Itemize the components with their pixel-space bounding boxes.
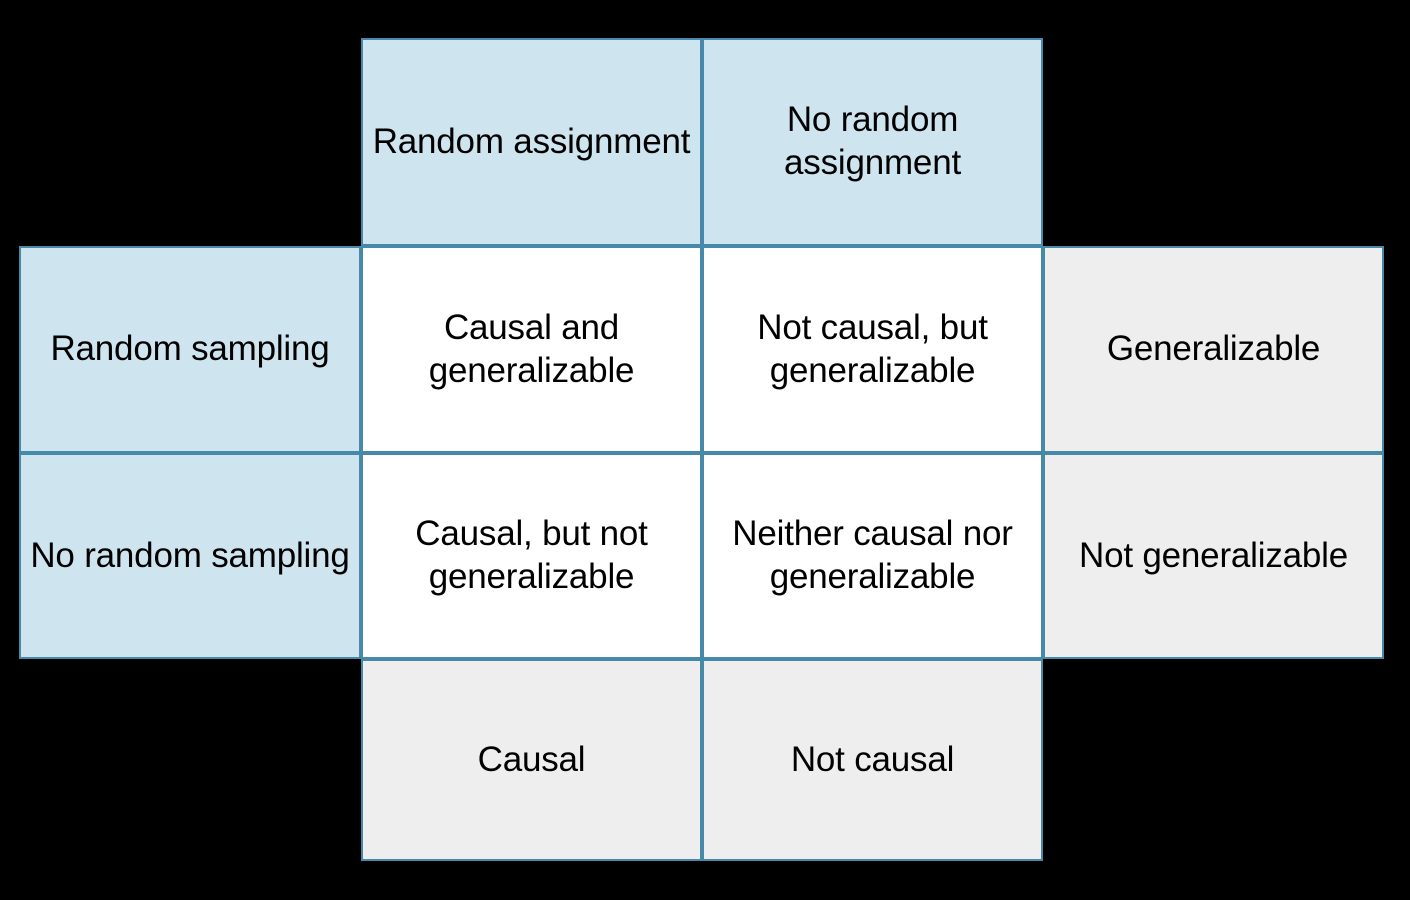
- column-summary-not-causal: Not causal: [702, 659, 1043, 861]
- corner-spacer-top-left: [19, 38, 361, 246]
- causality-generalizability-matrix: Random assignment No random assignment R…: [19, 38, 1384, 861]
- row-summary-generalizable-label: Generalizable: [1106, 329, 1321, 369]
- row-summary-not-generalizable-label: Not generalizable: [1079, 535, 1348, 575]
- column-summary-causal-label: Causal: [477, 739, 586, 779]
- column-summary-not-causal-label: Not causal: [790, 739, 955, 779]
- column-header-random-assignment-label: Random assignment: [372, 121, 691, 161]
- cell-not-causal-but-generalizable-label: Not causal, but generalizable: [757, 307, 988, 390]
- cell-causal-but-not-generalizable: Causal, but not generalizable: [361, 453, 702, 659]
- row-header-random-sampling: Random sampling: [19, 246, 361, 453]
- corner-spacer-bottom-left: [19, 659, 361, 861]
- cell-causal-and-generalizable-label: Causal and generalizable: [428, 307, 635, 390]
- column-header-random-assignment: Random assignment: [361, 38, 702, 246]
- cell-neither-causal-nor-generalizable-label: Neither causal nor generalizable: [732, 514, 1013, 596]
- column-summary-causal: Causal: [361, 659, 702, 861]
- row-header-no-random-sampling-label: No random sampling: [30, 535, 350, 575]
- cell-causal-but-not-generalizable-label: Causal, but not generalizable: [415, 514, 648, 596]
- corner-spacer-bottom-right: [1043, 659, 1384, 861]
- row-summary-not-generalizable: Not generalizable: [1043, 453, 1384, 659]
- row-header-random-sampling-label: Random sampling: [50, 329, 330, 369]
- corner-spacer-top-right: [1043, 38, 1384, 246]
- column-header-no-random-assignment-label: No random assignment: [784, 100, 961, 182]
- cell-not-causal-but-generalizable: Not causal, but generalizable: [702, 246, 1043, 453]
- cell-neither-causal-nor-generalizable: Neither causal nor generalizable: [702, 453, 1043, 659]
- row-header-no-random-sampling: No random sampling: [19, 453, 361, 659]
- row-summary-generalizable: Generalizable: [1043, 246, 1384, 453]
- column-header-no-random-assignment: No random assignment: [702, 38, 1043, 246]
- cell-causal-and-generalizable: Causal and generalizable: [361, 246, 702, 453]
